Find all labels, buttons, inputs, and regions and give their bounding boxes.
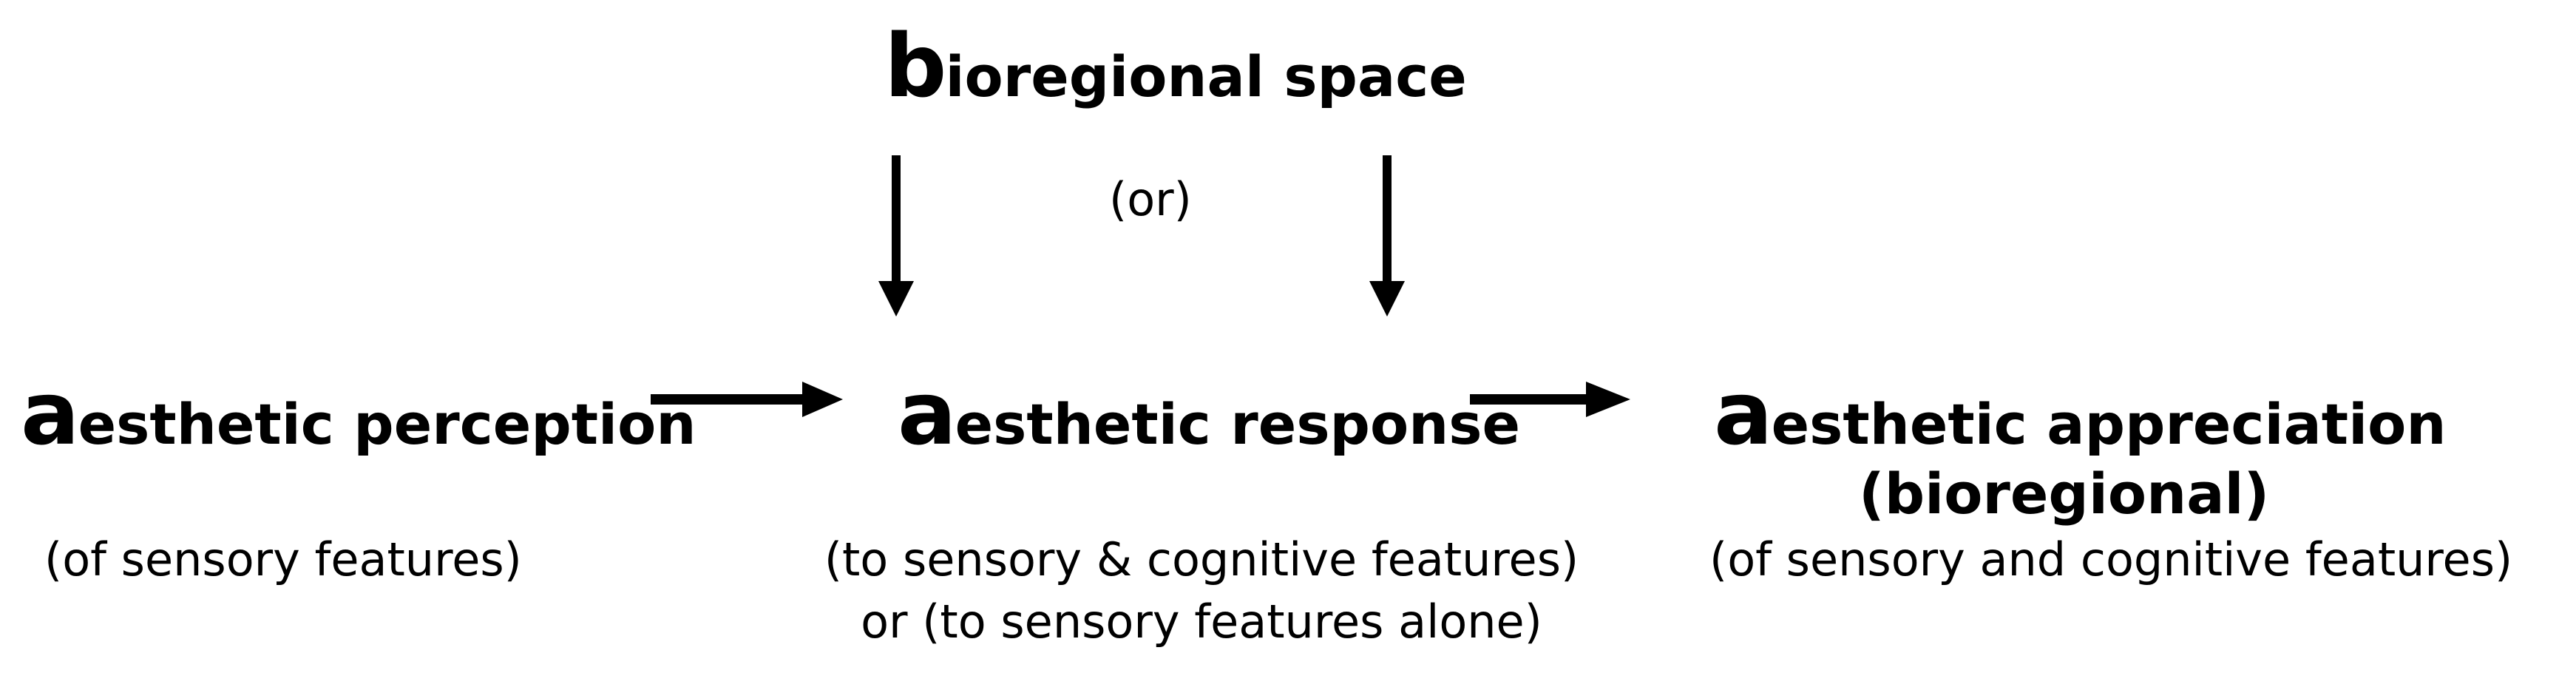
aesthetic-perception-text: esthetic perception [78,391,696,457]
aesthetic-appreciation-label: aesthetic appreciation [1714,370,2447,457]
aesthetic-appreciation-text: esthetic appreciation [1771,391,2447,457]
aesthetic-response-note-line2: or (to sensory features alone) [861,594,1542,649]
aesthetic-perception-initial: a [21,362,80,464]
right-arrow-perception-to-response [651,382,843,417]
bioregional-space-label: bioregional space [884,22,1467,109]
down-arrow-left [878,155,914,317]
bioregional-space-text: ioregional space [945,44,1467,109]
right-arrow-response-to-appreciation [1470,382,1630,417]
bioregional-space-initial: b [884,15,946,117]
aesthetic-response-label: aesthetic response [898,370,1520,457]
or-label: (or) [1109,172,1192,226]
aesthetic-response-note-line1: (to sensory & cognitive features) [824,532,1579,586]
down-arrow-right [1369,155,1405,317]
aesthetic-appreciation-qualifier: (bioregional) [1859,461,2270,527]
aesthetic-appreciation-initial: a [1714,362,1773,464]
aesthetic-response-initial: a [898,362,957,464]
aesthetic-response-text: esthetic response [955,391,1521,457]
aesthetic-perception-label: aesthetic perception [21,370,696,457]
aesthetic-perception-note: (of sensory features) [44,532,522,586]
aesthetic-response-note: (to sensory & cognitive features) or (to… [799,529,1604,652]
aesthetic-appreciation-note: (of sensory and cognitive features) [1709,532,2513,586]
